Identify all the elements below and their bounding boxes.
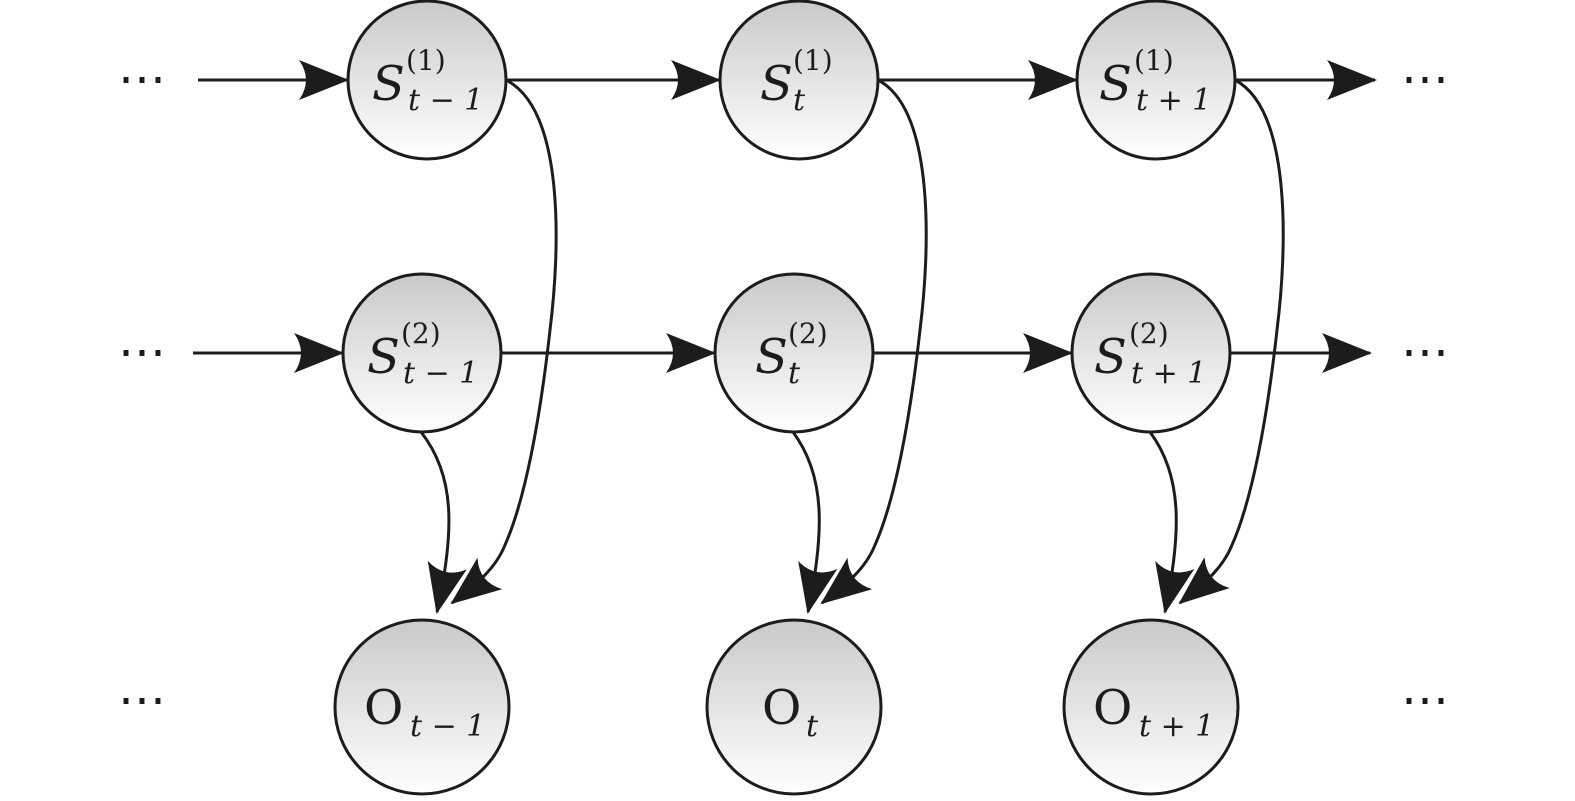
node-base: S (367, 329, 400, 385)
edge-chain2-to-obs-t-plus-1 (1148, 431, 1195, 614)
node-obs-t-minus-1: O t − 1 (333, 618, 511, 796)
node-base: S (1094, 329, 1127, 385)
node-base: O (364, 680, 403, 736)
node-subscript: t + 1 (1136, 83, 1211, 118)
node-base: S (760, 56, 793, 112)
node-chain2-t: S (2) t (713, 272, 875, 434)
node-obs-t: O t (705, 618, 883, 796)
ellipsis-chain1-left: ⋯ (118, 51, 166, 107)
node-subscript: t − 1 (410, 709, 485, 744)
node-superscript: (1) (406, 44, 446, 77)
node-subscript: t − 1 (403, 356, 478, 391)
node-superscript: (2) (1129, 317, 1169, 350)
edge-chain1-to-obs-t-plus-1 (1178, 78, 1285, 605)
node-base: S (372, 56, 405, 112)
node-superscript: (2) (401, 317, 441, 350)
ellipsis-chain2-right: ⋯ (1401, 324, 1449, 380)
node-base: S (755, 329, 788, 385)
ellipsis-obs-left: ⋯ (118, 672, 166, 728)
node-superscript: (2) (788, 317, 828, 350)
edge-chain1-to-obs-t-minus-1 (450, 78, 558, 605)
edge-chain1-to-obs-t (820, 78, 928, 605)
node-chain1-t-minus-1: S (1) t − 1 (346, 0, 508, 161)
edge-chain2-to-obs-t (791, 431, 838, 614)
ellipsis-chain2-left: ⋯ (118, 324, 166, 380)
ellipsis-chain1-right: ⋯ (1401, 51, 1449, 107)
node-subscript: t + 1 (1131, 356, 1206, 391)
node-subscript: t (788, 356, 801, 391)
node-base: S (1099, 56, 1132, 112)
node-subscript: t (793, 83, 806, 118)
node-subscript: t + 1 (1139, 709, 1214, 744)
node-superscript: (1) (793, 44, 833, 77)
node-base: O (1093, 680, 1132, 736)
node-chain2-t-minus-1: S (2) t − 1 (341, 272, 503, 434)
node-chain2-t-plus-1: S (2) t + 1 (1070, 272, 1232, 434)
node-obs-t-plus-1: O t + 1 (1062, 618, 1240, 796)
node-superscript: (1) (1134, 44, 1174, 77)
node-chain1-t: S (1) t (718, 0, 880, 161)
node-base: O (762, 680, 801, 736)
node-chain1-t-plus-1: S (1) t + 1 (1075, 0, 1237, 161)
node-subscript: t (806, 709, 819, 744)
node-subscript: t − 1 (408, 83, 483, 118)
ellipsis-obs-right: ⋯ (1401, 672, 1449, 728)
edge-chain2-to-obs-t-minus-1 (419, 431, 467, 614)
